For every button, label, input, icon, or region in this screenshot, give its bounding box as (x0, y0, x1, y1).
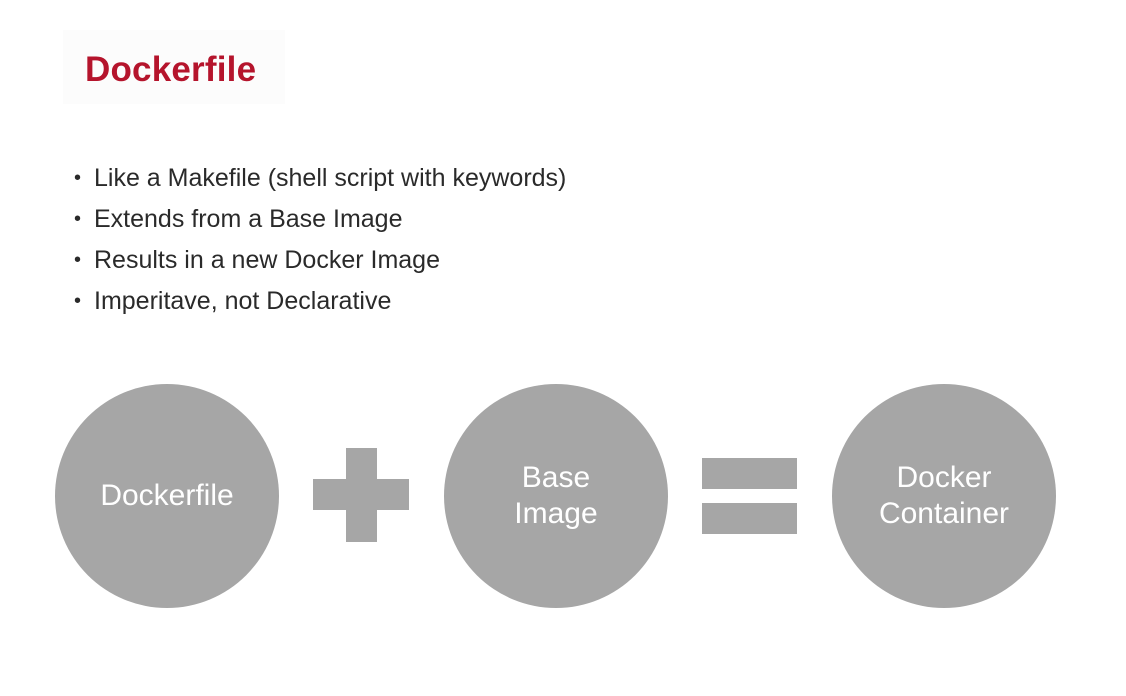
bullet-item: •Extends from a Base Image (74, 199, 566, 240)
title-box (63, 30, 285, 104)
bullet-dot-icon: • (74, 290, 82, 312)
equals-icon-top-bar (702, 458, 797, 489)
bullet-dot-icon: • (74, 208, 82, 230)
plus-icon-vertical (346, 448, 377, 542)
docker-container-node-label: Docker Container (878, 461, 1010, 530)
base-image-node-label: Base Image (514, 461, 598, 530)
bullet-dot-icon: • (74, 249, 82, 271)
bullet-list: •Like a Makefile (shell script with keyw… (74, 158, 566, 322)
dockerfile-node-label: Dockerfile (100, 479, 234, 512)
bullet-item: •Like a Makefile (shell script with keyw… (74, 158, 566, 199)
bullet-item: •Results in a new Docker Image (74, 240, 566, 281)
dockerfile-node: Dockerfile (55, 384, 279, 608)
bullet-item: •Imperitave, not Declarative (74, 281, 566, 322)
docker-container-node: Docker Container (832, 384, 1056, 608)
equals-icon-bottom-bar (702, 503, 797, 534)
slide-title: Dockerfile (85, 50, 257, 89)
bullet-dot-icon: • (74, 167, 82, 189)
base-image-node: Base Image (444, 384, 668, 608)
